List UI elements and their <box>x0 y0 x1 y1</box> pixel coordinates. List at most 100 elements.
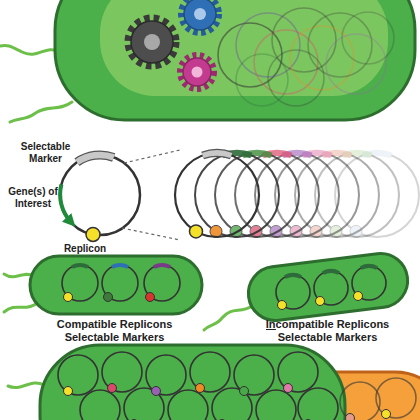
flagellum <box>10 102 72 122</box>
replicon-dot <box>64 384 391 420</box>
bacterium-cell <box>55 0 415 120</box>
faded-plasmid <box>236 13 300 77</box>
flagellum <box>4 274 34 277</box>
plasmid-series <box>223 153 252 156</box>
plasmid-series <box>323 153 352 156</box>
bacterium-cell <box>100 0 388 96</box>
faded-plasmid <box>326 34 386 94</box>
bacterium-cell <box>30 256 202 314</box>
part-label: Replicon <box>55 243 115 255</box>
plasmid-series <box>335 153 419 237</box>
plasmid-series <box>203 153 232 156</box>
gear-symbol <box>144 34 160 50</box>
faded-plasmid <box>290 26 354 90</box>
gear-symbol <box>128 18 176 66</box>
gear-symbol <box>128 0 219 89</box>
replicon-dot <box>64 387 73 396</box>
plasmid-series <box>275 153 359 237</box>
plasmid-series <box>315 153 399 237</box>
plasmid-series <box>243 153 272 156</box>
plasmid-series <box>215 153 299 237</box>
flagellum <box>150 416 186 420</box>
faded-plasmid <box>268 50 324 106</box>
gear-symbol <box>183 58 211 86</box>
bacterium-cell <box>40 345 420 420</box>
plasmid-population <box>80 390 120 420</box>
plasmid-series <box>283 153 312 156</box>
faded-plasmid <box>236 54 288 106</box>
plasmid-population <box>234 355 274 395</box>
replicon-dot <box>346 414 355 420</box>
plasmid-population <box>190 352 230 392</box>
faded-plasmid <box>342 12 394 64</box>
replicon-dot <box>382 410 391 419</box>
plasmid-series <box>295 153 379 237</box>
plasmid-map <box>60 155 140 241</box>
plasmid-map <box>86 227 100 241</box>
plasmid-population <box>340 382 380 420</box>
plasmid-population <box>58 355 98 395</box>
plasmid-series <box>310 225 322 237</box>
gear-symbol <box>194 8 206 20</box>
plasmid-population <box>298 388 338 420</box>
leader-line <box>122 150 180 240</box>
plasmid-series <box>275 153 359 237</box>
plasmid-population <box>278 352 318 392</box>
plasmid-series <box>290 225 302 237</box>
flagellum <box>204 306 252 330</box>
flagellum <box>0 45 252 387</box>
replicon-dot <box>152 387 161 396</box>
gear-symbol <box>180 55 214 89</box>
plasmid-series <box>350 225 362 237</box>
plasmid-series <box>295 153 379 237</box>
replicon-dot <box>196 384 205 393</box>
faded-plasmid <box>218 23 282 87</box>
replicon-dot <box>240 387 249 396</box>
plasmid-series <box>175 153 419 238</box>
leader-line <box>122 228 180 240</box>
plasmid-series <box>175 153 259 237</box>
plasmid-series <box>235 153 319 237</box>
plasmid-series <box>343 153 372 156</box>
faded-plasmid <box>254 30 318 94</box>
plasmid-series <box>335 153 419 237</box>
plasmid-series <box>315 153 399 237</box>
plasmid-map <box>60 185 71 222</box>
gear-symbol <box>192 67 203 78</box>
plasmid-series <box>263 153 292 156</box>
plasmid-series <box>363 153 392 156</box>
leader-line <box>124 150 180 163</box>
faded-plasmid <box>308 13 372 77</box>
cell-caption: Incompatible Replicons Selectable Marker… <box>253 318 403 344</box>
flagellum <box>4 304 36 312</box>
plasmid-series <box>230 225 242 237</box>
plasmid-map <box>77 155 114 162</box>
flagellum <box>150 416 186 420</box>
gear-symbol <box>181 0 219 33</box>
replicon-dot <box>108 384 117 393</box>
faded-plasmid <box>218 8 394 106</box>
bacterium-node: Compatible Replicons Selectable Markers <box>22 252 207 350</box>
bacterium-cell <box>180 372 420 420</box>
plasmid-series <box>235 153 319 237</box>
plasmid-series <box>175 153 259 238</box>
flagellum <box>0 45 60 54</box>
gear-symbol <box>131 21 173 63</box>
plasmid-population <box>256 390 296 420</box>
plasmid-population <box>376 378 416 418</box>
plasmid-series <box>255 153 339 237</box>
plasmid-series <box>255 153 339 237</box>
plasmid-population <box>146 355 186 395</box>
bacterium-cell <box>55 0 415 120</box>
plasmid-series <box>250 225 262 237</box>
plasmid-series <box>190 225 203 238</box>
bacterium-node: Incompatible Replicons Selectable Marker… <box>240 252 415 350</box>
plasmid-series <box>195 153 279 237</box>
plasmid-population <box>212 388 252 420</box>
plasmid-map <box>60 155 140 235</box>
plasmid-population <box>124 388 164 420</box>
faded-plasmid <box>272 8 336 72</box>
flagellum <box>8 383 44 388</box>
